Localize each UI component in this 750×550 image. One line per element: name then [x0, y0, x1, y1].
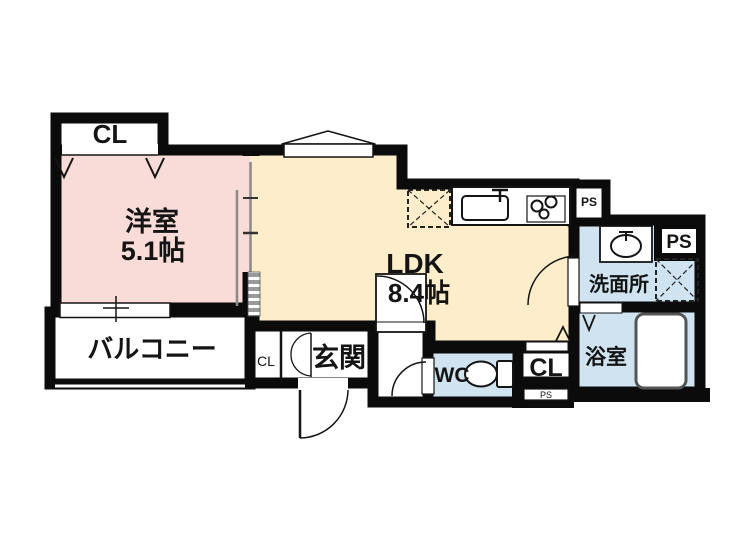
partition-post	[247, 271, 261, 317]
wc-label: WC	[435, 364, 470, 387]
ldk-size-label: 8.4帖	[388, 278, 450, 308]
entrance-closet-label: CL	[257, 353, 275, 369]
ldk-label: LDK	[386, 248, 444, 279]
refrigerator-space-icon	[407, 189, 451, 228]
bathroom-door-icon	[579, 302, 623, 333]
ps-kitchen-box	[567, 179, 611, 227]
balcony-label: バルコニー	[87, 334, 216, 364]
sliding-partition-icon	[235, 156, 261, 317]
wall-filler-bath-bottom	[560, 388, 710, 402]
hall-floor	[367, 320, 434, 408]
bathtub-icon	[634, 312, 688, 390]
ps-hall-box	[523, 388, 569, 401]
western-room-size-label: 5.1帖	[121, 236, 186, 266]
toilet-icon	[464, 360, 514, 388]
closet-hall-label: CL	[529, 354, 562, 382]
entrance-door-icon	[298, 378, 349, 439]
balcony-window-icon	[59, 296, 171, 322]
ps-kitchen-label: PS	[581, 195, 597, 209]
washroom-door-icon	[527, 255, 580, 307]
wc-door-icon	[391, 357, 435, 397]
closet-top-door-icon	[54, 144, 165, 180]
entrance-closet-door-icon	[279, 331, 312, 378]
closet-top-label: CL	[93, 119, 128, 149]
closet-hall-door-icon	[525, 324, 571, 352]
bathroom-label: 浴室	[585, 345, 627, 369]
ldk-bay-window-icon	[281, 130, 376, 158]
balcony-rail-line	[55, 384, 245, 388]
entrance-label: 玄関	[312, 342, 366, 373]
wash-basin-icon	[599, 225, 653, 263]
ps-washroom-box	[654, 221, 704, 261]
kitchen-counter	[451, 186, 571, 226]
ps-hall-label: PS	[540, 390, 552, 400]
ldk-hall-door-icon	[375, 273, 427, 333]
western-room-label: 洋室	[125, 206, 179, 237]
ps-washroom-label: PS	[666, 232, 691, 253]
washroom-label: 洗面所	[589, 273, 649, 296]
kitchen-sink-icon	[461, 188, 509, 221]
gas-stove-icon	[526, 195, 566, 223]
washing-machine-space-icon	[655, 258, 699, 302]
